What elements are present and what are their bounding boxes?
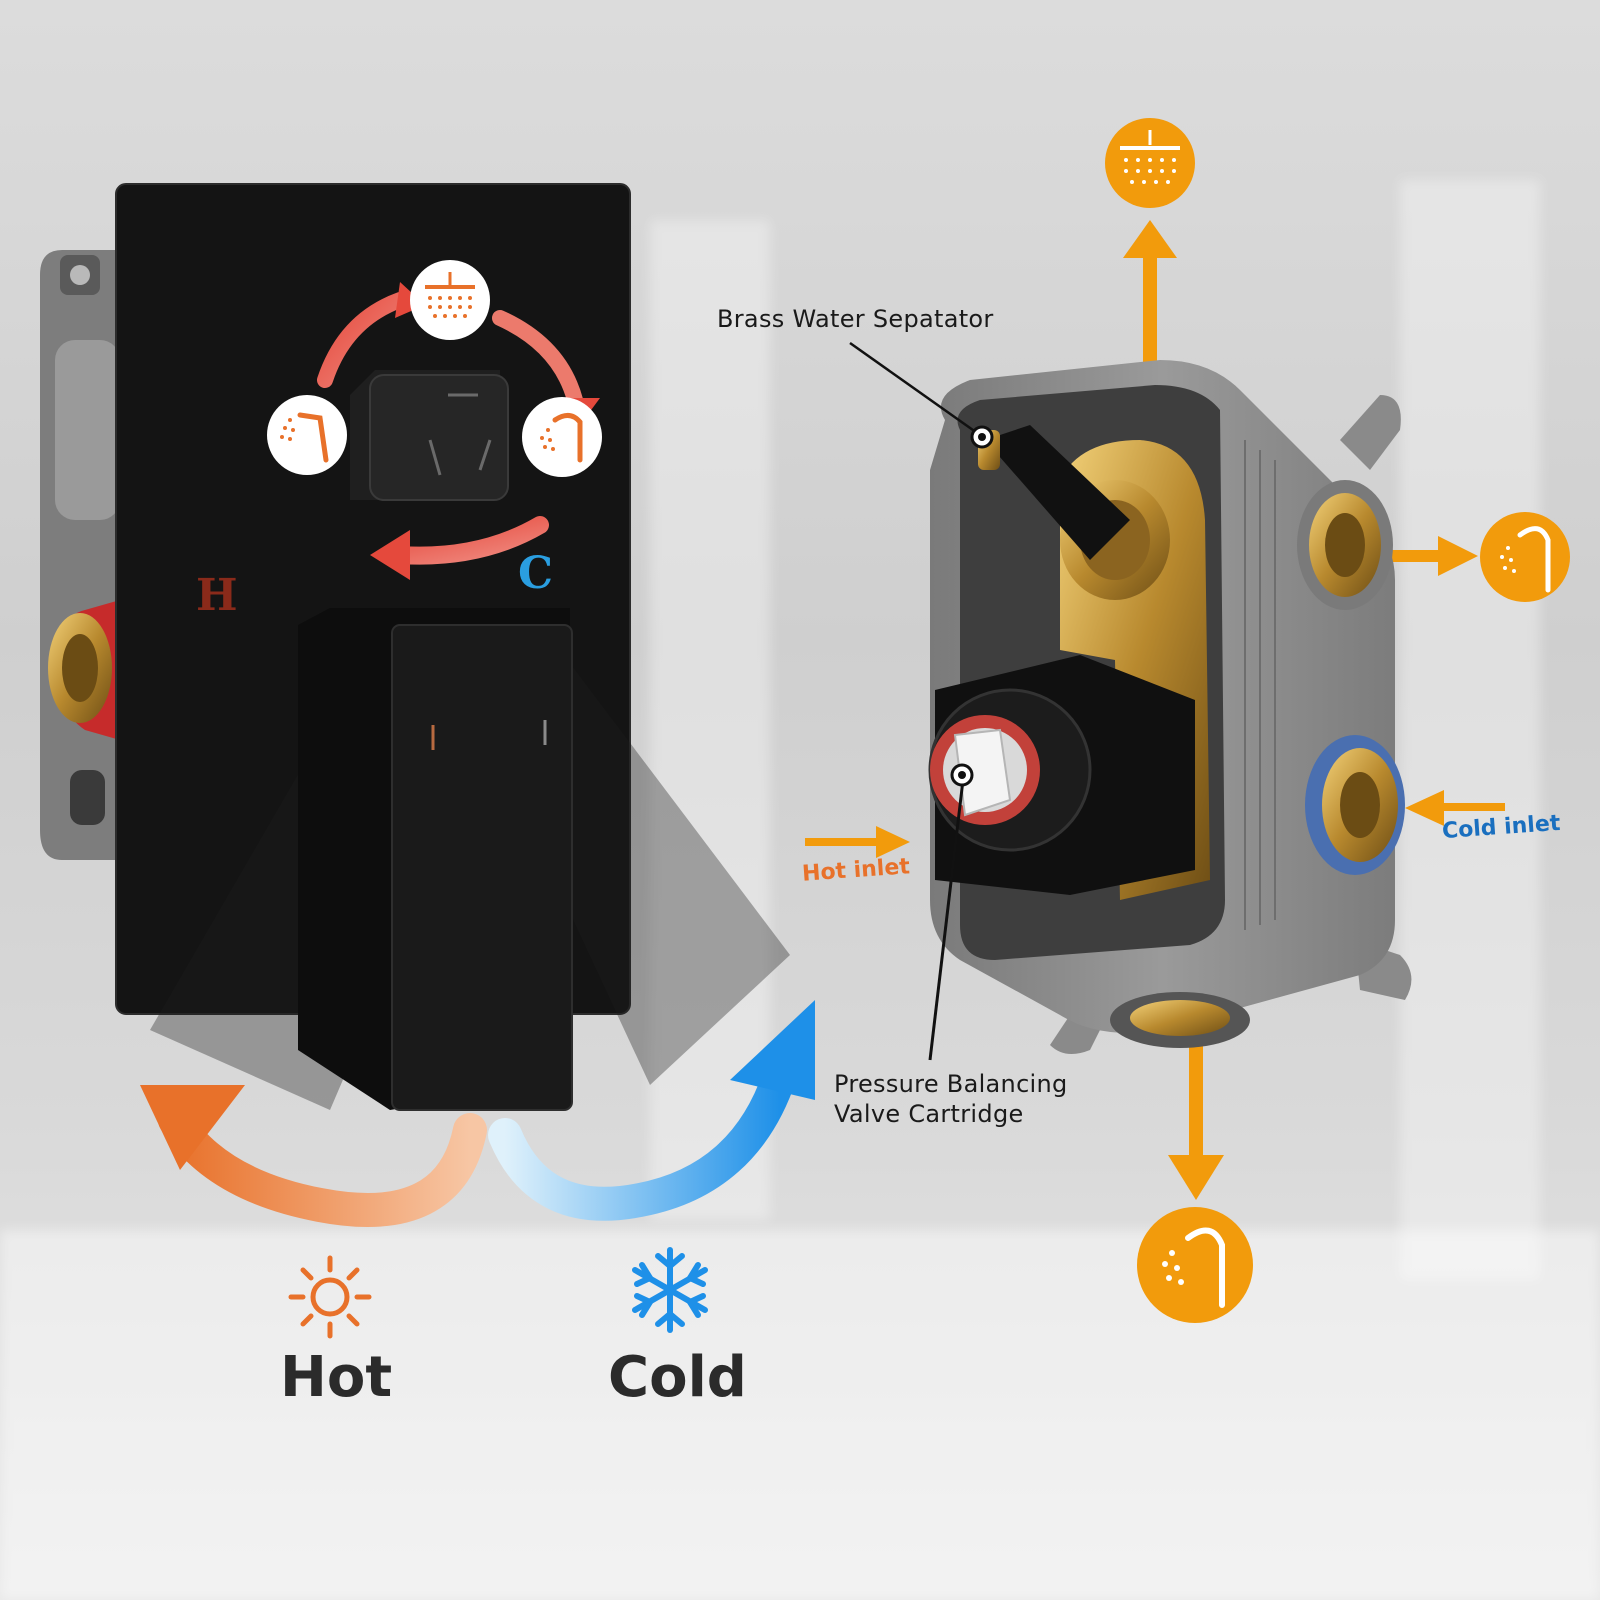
sun-icon <box>288 1255 372 1339</box>
hot-inlet-arrow <box>805 826 910 858</box>
mounting-bracket-left <box>40 250 120 860</box>
hot-label: Hot <box>280 1345 393 1410</box>
rain-shower-icon <box>410 260 490 340</box>
outlet-flow-arrow-up <box>1123 220 1177 375</box>
cold-direction-arrow <box>488 1000 815 1221</box>
cartridge-callout-line <box>928 763 974 1061</box>
separator-callout-line <box>849 341 994 449</box>
mixer-lever-handle <box>298 608 573 1111</box>
cold-label: Cold <box>608 1345 747 1410</box>
spray-head-icon <box>522 397 602 477</box>
handheld-shower-icon <box>267 395 347 475</box>
cartridge-callout-label-line2: Valve Cartridge <box>834 1100 1024 1128</box>
spray-head-icon <box>1480 512 1570 602</box>
cartridge-callout-label-line1: Pressure Balancing <box>834 1070 1068 1098</box>
separator-callout-label: Brass Water Sepatator <box>717 305 994 333</box>
pressure-balancing-cartridge <box>928 655 1195 895</box>
cold-letter-marking: C <box>518 548 554 599</box>
rain-shower-icon <box>1105 118 1195 208</box>
diverter-knob <box>350 370 509 501</box>
hot-direction-arrow <box>140 1085 487 1227</box>
cold-inlet-arrow <box>1405 790 1505 826</box>
hot-letter-marking: H <box>196 570 238 621</box>
spray-head-icon <box>1137 1207 1253 1323</box>
outlet-flow-arrow-down <box>1168 1030 1224 1200</box>
snowflake-icon <box>632 1247 708 1333</box>
